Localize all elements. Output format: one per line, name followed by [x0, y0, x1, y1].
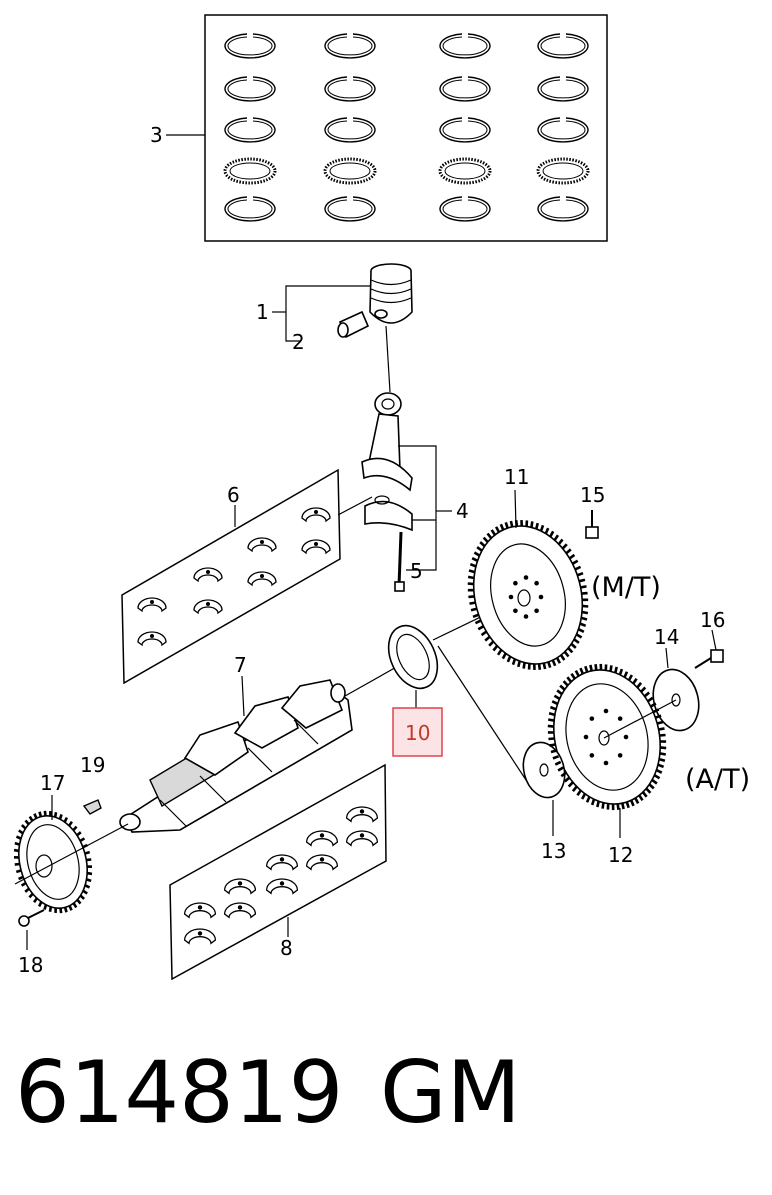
piston-ring [439, 76, 491, 102]
bearing-shell [305, 854, 339, 871]
crankshaft-sprocket [18, 815, 88, 909]
callout-14: 14 [654, 625, 679, 649]
piston-ring [324, 117, 376, 143]
piston-ring [537, 196, 589, 222]
brand-name: GM [380, 1043, 521, 1143]
callout-2: 2 [292, 330, 305, 354]
main-bearing-set-frame [169, 763, 387, 981]
bearing-shell [193, 599, 223, 615]
rod-bearing-shells [137, 507, 331, 647]
bearing-shell [247, 537, 277, 553]
flywheel-manual [472, 525, 584, 665]
piston-ring [439, 196, 491, 222]
callout-10: 10 [405, 721, 430, 745]
connecting-rod [361, 392, 413, 492]
highlighted-callout-box[interactable] [392, 707, 443, 757]
flywheel-bolt [585, 510, 599, 539]
callout-4: 4 [456, 499, 469, 523]
piston-ring [439, 117, 491, 143]
bearing-shell [183, 928, 217, 945]
piston-ring [439, 33, 491, 59]
piston-ring [324, 33, 376, 59]
callout-19: 19 [80, 753, 105, 777]
flexplate-bolt [694, 649, 724, 669]
callout-18: 18 [18, 953, 43, 977]
bearing-shell [305, 830, 339, 847]
piston-ring [537, 33, 589, 59]
piston-pin [337, 310, 370, 339]
rod-bearing-set-frame [121, 468, 341, 685]
callout-13: 13 [541, 839, 566, 863]
piston-ring [536, 157, 590, 185]
piston-ring [537, 76, 589, 102]
callout-17: 17 [40, 771, 65, 795]
sprocket-bolt [18, 909, 45, 927]
bearing-shell [247, 571, 277, 587]
bearing-shell [301, 539, 331, 555]
bearing-shell [183, 902, 217, 919]
variant-label-at: (A/T) [685, 764, 750, 795]
bearing-shell [265, 854, 299, 871]
callout-16: 16 [700, 608, 725, 632]
piston-ring [224, 76, 276, 102]
gear-teeth [13, 810, 93, 914]
callout-7: 7 [234, 653, 247, 677]
bearing-shell [345, 830, 379, 847]
bearing-shell [137, 597, 167, 613]
variant-label-mt: (M/T) [591, 572, 661, 603]
piston-ring [324, 76, 376, 102]
piston [369, 263, 413, 324]
callout-6: 6 [227, 483, 240, 507]
callout-8: 8 [280, 936, 293, 960]
callout-1: 1 [256, 300, 269, 324]
bearing-shell [265, 878, 299, 895]
bearing-shell [193, 567, 223, 583]
crankshaft [119, 679, 353, 833]
connecting-rod-cap [364, 495, 413, 532]
bearing-shell [345, 806, 379, 823]
piston-ring [537, 117, 589, 143]
bearing-shell [301, 507, 331, 523]
flexplate-spacer [522, 741, 566, 799]
callout-12: 12 [608, 843, 633, 867]
callout-15: 15 [580, 483, 605, 507]
piston-ring [224, 33, 276, 59]
rear-oil-seal [387, 624, 439, 690]
bearing-shell [223, 878, 257, 895]
piston-ring [438, 157, 492, 185]
piston-ring [324, 196, 376, 222]
callout-5: 5 [410, 559, 423, 583]
part-number: 614819 [15, 1043, 343, 1143]
piston-ring [223, 157, 277, 185]
gear-teeth [467, 519, 589, 671]
bearing-shell [223, 902, 257, 919]
rod-bolt [394, 531, 405, 592]
callout-3: 3 [150, 123, 163, 147]
piston-rings-grid [223, 33, 590, 222]
bearing-shell [137, 631, 167, 647]
piston-ring [323, 157, 377, 185]
callout-11: 11 [504, 465, 529, 489]
piston-ring [224, 117, 276, 143]
woodruff-key [82, 799, 102, 815]
gear-teeth [547, 663, 667, 811]
piston-ring [224, 196, 276, 222]
main-bearing-shells [183, 806, 379, 945]
piston-ring-set-frame [204, 14, 608, 242]
